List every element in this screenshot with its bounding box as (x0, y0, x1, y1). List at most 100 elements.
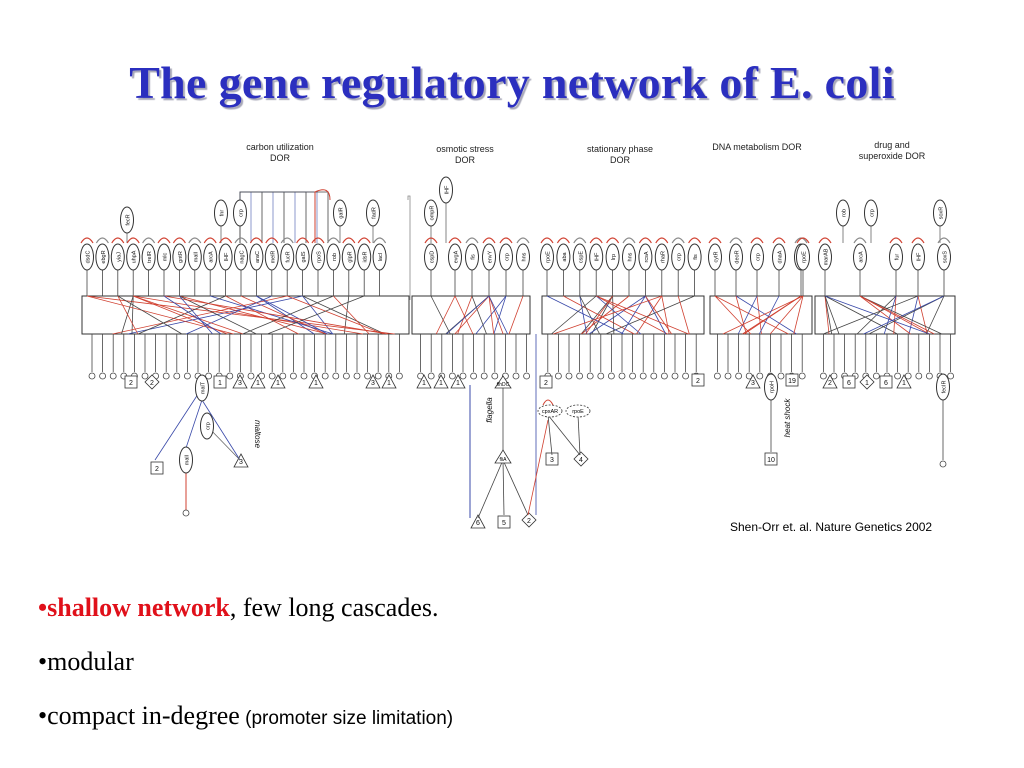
target-gene-node (268, 372, 276, 380)
regulation-edge (883, 295, 897, 335)
target-count-shape: 3 (232, 374, 248, 389)
svg-text:glpR: glpR (347, 251, 353, 262)
autoregulation-arc (219, 237, 233, 244)
autoregulation-arc (937, 237, 951, 244)
regulator-node: crp (671, 243, 686, 271)
regulation-edge (926, 295, 945, 335)
regulation-edge (475, 295, 507, 335)
svg-text:gntR: gntR (178, 251, 184, 263)
regulation-edge (131, 295, 134, 335)
autoregulation-arc (342, 237, 356, 244)
module-label-line2: DOR (610, 155, 631, 165)
regulation-edge (595, 295, 642, 335)
target-count-shape: 1 (450, 374, 466, 389)
regulator-node: rpoE (796, 243, 810, 271)
target-count-shape: 2 (691, 373, 705, 387)
regulation-edge (256, 295, 315, 335)
heat-shock-label: heat shock (783, 398, 792, 438)
target-count-shape: 1 (859, 374, 875, 390)
svg-text:fecIR: fecIR (942, 381, 948, 394)
module-label-line2: superoxide DOR (859, 151, 926, 161)
autoregulation-arc (280, 237, 294, 244)
regulator-node: hns (516, 243, 530, 271)
regulator-node-top: crp (864, 199, 878, 227)
svg-text:uhpA: uhpA (132, 250, 138, 263)
autoregulation-arc (311, 237, 325, 244)
target-gene-node (735, 372, 742, 380)
regulation-edge (407, 195, 411, 300)
target-gene-node (682, 372, 689, 380)
regulation-edge (645, 295, 667, 335)
regulator-node: soxS (937, 243, 951, 271)
regulator-node: evgA (448, 243, 462, 271)
target-gene-node (724, 372, 732, 380)
module-label: stationary phase (587, 144, 653, 154)
regulation-edge (893, 295, 897, 335)
regulator-node-top: fadR (366, 199, 380, 227)
regulation-edge (859, 295, 911, 335)
svg-text:malI: malI (185, 454, 191, 465)
svg-text:cpxAR: cpxAR (542, 409, 558, 415)
target-count-shape: 6 (879, 375, 893, 389)
regulation-edge (677, 295, 690, 335)
target-gene-node (947, 372, 954, 380)
target-gene-node (427, 372, 435, 380)
svg-text:deoR: deoR (735, 250, 741, 263)
target-count-shape: 3 (745, 374, 761, 389)
regulation-edge (488, 295, 495, 335)
regulation-edge (454, 295, 474, 335)
regulation-edge (824, 295, 898, 335)
regulation-edge (621, 295, 646, 335)
svg-text:IHF: IHF (595, 252, 601, 262)
regulator-node: gntR (172, 243, 187, 271)
autoregulation-arc (688, 237, 702, 244)
regulation-edge (86, 295, 395, 335)
svg-text:1: 1 (902, 380, 906, 387)
svg-text:envY: envY (488, 250, 494, 263)
regulation-edge (581, 295, 630, 335)
target-gene-node (671, 372, 679, 380)
bullet-highlight: shallow network (47, 593, 230, 622)
regulation-edge (546, 295, 624, 335)
bullet-note: (promoter size limitation) (239, 708, 454, 729)
svg-text:2: 2 (696, 378, 700, 385)
svg-text:dnaA: dnaA (778, 250, 784, 263)
regulation-edge (859, 295, 935, 335)
bullet-text: , few long cascades. (229, 593, 439, 622)
svg-text:2: 2 (129, 380, 133, 387)
module-label: drug and (874, 140, 910, 150)
target-gene-node (395, 372, 403, 380)
regulation-edge (737, 295, 758, 335)
svg-text:rpoE: rpoE (802, 251, 808, 263)
regulation-edge (823, 295, 919, 335)
regulation-edge (917, 295, 928, 335)
autoregulation-arc (589, 237, 603, 244)
regulator-node: fis (687, 243, 702, 271)
svg-text:aba: aba (562, 251, 568, 261)
target-count-shape: 1 (250, 374, 266, 389)
svg-text:3: 3 (238, 380, 242, 387)
bullet-item: •shallow network, few long cascades. (38, 588, 453, 642)
regulator-node: fis (465, 243, 479, 271)
svg-text:19: 19 (788, 378, 796, 385)
regulator-node: envY (482, 243, 496, 271)
regulation-edge (547, 414, 581, 456)
target-gene-node (99, 372, 106, 380)
target-gene-node (289, 372, 297, 380)
regulation-edge (127, 295, 303, 335)
target-gene-node (88, 372, 96, 380)
regulation-edge (239, 191, 296, 243)
svg-text:rob: rob (332, 253, 338, 261)
target-gene-node (565, 372, 573, 380)
regulation-edge (714, 295, 789, 335)
autoregulation-arc (573, 237, 587, 244)
regulator-node: lacI (372, 243, 387, 271)
target-count-shape: 10 (764, 452, 778, 466)
target-gene-node (650, 372, 658, 380)
target-gene-node (915, 372, 923, 380)
regulation-edge (577, 414, 581, 456)
regulation-edge (742, 295, 802, 335)
regulator-node-top: rob (836, 199, 850, 227)
regulation-edge (824, 295, 833, 335)
svg-text:hns: hns (522, 252, 528, 261)
